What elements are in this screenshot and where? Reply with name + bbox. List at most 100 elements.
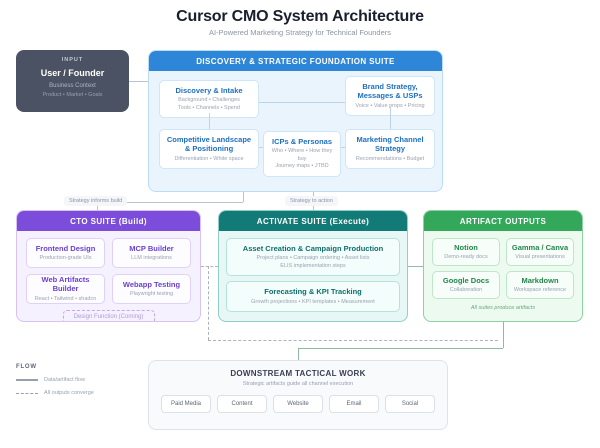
card-title: Google Docs xyxy=(442,275,490,285)
card-mcp-builder[interactable]: MCP Builder LLM integrations xyxy=(112,238,191,268)
connector-activate-to-artifacts xyxy=(408,266,423,267)
card-title: Markdown xyxy=(521,275,559,285)
input-node-subtitle: Business Context xyxy=(49,83,96,89)
input-node-label: INPUT xyxy=(61,57,84,63)
cto-suite-body: Frontend Design Production-grade UIs MCP… xyxy=(17,231,200,321)
section-downstream-tactical-work[interactable]: DOWNSTREAM TACTICAL WORK Strategic artif… xyxy=(148,360,448,430)
card-subtitle: Voice • Value props • Pricing xyxy=(355,102,425,109)
card-title: Discovery & Intake xyxy=(175,86,243,95)
connector-icp-to-channel xyxy=(341,147,345,148)
card-subtitle: Production-grade UIs xyxy=(39,254,92,261)
card-design-function-coming: Design Function (Coming) xyxy=(62,310,155,321)
card-notion[interactable]: Notion Demo-ready docs xyxy=(432,238,500,266)
input-node[interactable]: INPUT User / Founder Business Context Pr… xyxy=(16,50,129,112)
dashed-line-icon xyxy=(16,392,38,394)
discovery-suite-body: Discovery & Intake Background • Challeng… xyxy=(149,71,442,183)
converge-path-vertical-left xyxy=(208,266,209,340)
connector-discovery-to-competitive xyxy=(209,113,210,129)
channel-content[interactable]: Content xyxy=(217,395,267,413)
connector-discovery-down-stem xyxy=(243,192,244,202)
legend-label: All outputs converge xyxy=(44,390,94,396)
connector-artifacts-down xyxy=(503,322,504,348)
card-icps-personas[interactable]: ICPs & Personas Who • Where • How they b… xyxy=(263,131,341,177)
card-title: MCP Builder xyxy=(129,243,174,253)
card-subtitle: Project plans • Campaign ordering • Asse… xyxy=(256,255,370,269)
input-node-name: User / Founder xyxy=(40,68,105,78)
card-title: Gamma / Canva xyxy=(511,242,569,252)
card-subtitle: React • Tailwind • shadcn xyxy=(34,295,97,302)
card-discovery-intake[interactable]: Discovery & Intake Background • Challeng… xyxy=(159,80,259,119)
connector-discovery-to-brand xyxy=(259,102,345,103)
downstream-title: DOWNSTREAM TACTICAL WORK xyxy=(230,369,366,378)
channel-social[interactable]: Social xyxy=(385,395,435,413)
connector-branch-to-cto xyxy=(97,202,98,210)
page-subtitle: AI-Powered Marketing Strategy for Techni… xyxy=(208,28,392,37)
connector-brand-to-channel xyxy=(390,107,391,129)
card-subtitle: Demo-ready docs xyxy=(444,253,488,260)
card-title: Web Artifacts Builder xyxy=(41,274,90,294)
card-subtitle: LLM integrations xyxy=(131,254,172,261)
card-title: ICPs & Personas xyxy=(271,137,333,146)
card-title: Frontend Design xyxy=(35,243,96,253)
converge-path-horizontal xyxy=(208,340,498,341)
card-google-docs[interactable]: Google Docs Collaboration xyxy=(432,271,500,299)
card-subtitle: Differentiation • White space xyxy=(174,155,244,162)
connector-cto-to-activate-dashed xyxy=(201,266,218,267)
card-markdown[interactable]: Markdown Workspace reference xyxy=(506,271,574,299)
legend: FLOW Data/artifact flow All outputs conv… xyxy=(16,364,136,396)
card-subtitle: Playwright testing xyxy=(129,290,174,297)
downstream-subtitle: Strategic artifacts guide all channel ex… xyxy=(242,381,354,387)
channel-website[interactable]: Website xyxy=(273,395,323,413)
connector-discovery-branch-left xyxy=(97,202,243,203)
activate-suite-header: ACTIVATE SUITE (Execute) xyxy=(219,211,407,231)
section-activate-suite[interactable]: ACTIVATE SUITE (Execute) Asset Creation … xyxy=(218,210,408,322)
downstream-channel-row: Paid Media Content Website Email Social xyxy=(149,395,447,413)
section-artifact-outputs[interactable]: ARTIFACT OUTPUTS Notion Demo-ready docs … xyxy=(423,210,583,322)
card-title: Competitive Landscape& Positioning xyxy=(166,135,252,154)
card-frontend-design[interactable]: Frontend Design Production-grade UIs xyxy=(26,238,105,268)
cto-suite-header: CTO SUITE (Build) xyxy=(17,211,200,231)
legend-item-dashed: All outputs converge xyxy=(16,390,136,396)
legend-title: FLOW xyxy=(16,364,37,370)
section-discovery-suite[interactable]: DISCOVERY & STRATEGIC FOUNDATION SUITE D… xyxy=(148,50,443,192)
page-title: Cursor CMO System Architecture xyxy=(176,8,424,25)
card-forecasting-kpi[interactable]: Forecasting & KPI Tracking Growth projec… xyxy=(226,281,400,313)
activate-suite-body: Asset Creation & Campaign Production Pro… xyxy=(219,231,407,321)
flow-label-strategy-informs-build: Strategy informs build xyxy=(64,196,128,206)
input-node-detail: Product • Market • Goals xyxy=(42,92,103,98)
discovery-suite-header: DISCOVERY & STRATEGIC FOUNDATION SUITE xyxy=(149,51,442,71)
card-web-artifacts-builder[interactable]: Web Artifacts Builder React • Tailwind •… xyxy=(26,274,105,304)
card-title: Webapp Testing xyxy=(122,279,181,289)
card-title: Asset Creation & Campaign Production xyxy=(242,244,384,253)
card-gamma-canva[interactable]: Gamma / Canva Visual presentations xyxy=(506,238,574,266)
section-cto-suite[interactable]: CTO SUITE (Build) Frontend Design Produc… xyxy=(16,210,201,322)
card-title: Brand Strategy,Messages & USPs xyxy=(357,82,423,101)
card-subtitle: Growth projections • KPI templates • Mea… xyxy=(251,298,375,305)
connector-competitive-to-icp xyxy=(259,147,263,148)
artifact-outputs-body: Notion Demo-ready docs Gamma / Canva Vis… xyxy=(424,231,582,318)
card-subtitle: Recommendations • Budget xyxy=(355,155,425,162)
card-subtitle: Workspace reference xyxy=(513,286,567,293)
artifact-outputs-header: ARTIFACT OUTPUTS xyxy=(424,211,582,231)
card-title: Forecasting & KPI Tracking xyxy=(264,287,362,297)
card-subtitle: Visual presentations xyxy=(515,253,565,260)
legend-item-solid: Data/artifact flow xyxy=(16,377,136,383)
flow-label-strategy-to-action: Strategy to action xyxy=(285,196,338,206)
card-asset-creation[interactable]: Asset Creation & Campaign Production Pro… xyxy=(226,238,400,277)
channel-email[interactable]: Email xyxy=(329,395,379,413)
card-webapp-testing[interactable]: Webapp Testing Playwright testing xyxy=(112,274,191,304)
artifact-outputs-note: All suites produce artifacts xyxy=(470,305,536,311)
card-brand-strategy[interactable]: Brand Strategy,Messages & USPs Voice • V… xyxy=(345,76,435,117)
card-competitive-landscape[interactable]: Competitive Landscape& Positioning Diffe… xyxy=(159,129,259,170)
legend-label: Data/artifact flow xyxy=(44,377,85,383)
channel-paid-media[interactable]: Paid Media xyxy=(161,395,211,413)
solid-line-icon xyxy=(16,379,38,381)
card-subtitle: Collaboration xyxy=(449,286,483,293)
connector-input-to-discovery xyxy=(129,81,148,82)
connector-downstream-stem xyxy=(298,348,299,360)
